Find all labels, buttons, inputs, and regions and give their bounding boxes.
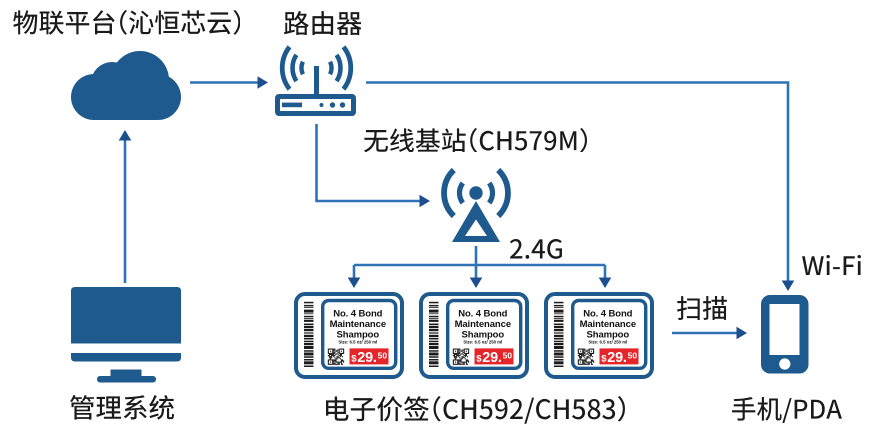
svg-text:Maintenance: Maintenance bbox=[580, 319, 636, 330]
svg-text:50: 50 bbox=[378, 350, 388, 360]
svg-text:No. 4 Bond: No. 4 Bond bbox=[333, 309, 382, 320]
svg-text:29.: 29. bbox=[482, 350, 501, 366]
svg-text:No. 4 Bond: No. 4 Bond bbox=[458, 309, 507, 320]
svg-text:$: $ bbox=[351, 353, 357, 364]
svg-text:50: 50 bbox=[628, 350, 638, 360]
svg-text:Size: 6.5 oz/ 250 ml: Size: 6.5 oz/ 250 ml bbox=[338, 340, 377, 345]
svg-text:$: $ bbox=[476, 353, 482, 364]
svg-text:Shampoo: Shampoo bbox=[337, 329, 380, 340]
svg-text:Maintenance: Maintenance bbox=[455, 319, 511, 330]
svg-text:Maintenance: Maintenance bbox=[330, 319, 386, 330]
svg-text:Shampoo: Shampoo bbox=[462, 329, 505, 340]
svg-text:Shampoo: Shampoo bbox=[587, 329, 630, 340]
svg-text:Size: 6.5 oz/ 250 ml: Size: 6.5 oz/ 250 ml bbox=[463, 340, 502, 345]
svg-text:No. 4 Bond: No. 4 Bond bbox=[583, 309, 632, 320]
svg-text:$: $ bbox=[601, 353, 607, 364]
svg-text:29.: 29. bbox=[607, 350, 626, 366]
svg-text:50: 50 bbox=[503, 350, 513, 360]
svg-text:29.: 29. bbox=[357, 350, 376, 366]
svg-text:Size: 6.5 oz/ 250 ml: Size: 6.5 oz/ 250 ml bbox=[588, 340, 627, 345]
